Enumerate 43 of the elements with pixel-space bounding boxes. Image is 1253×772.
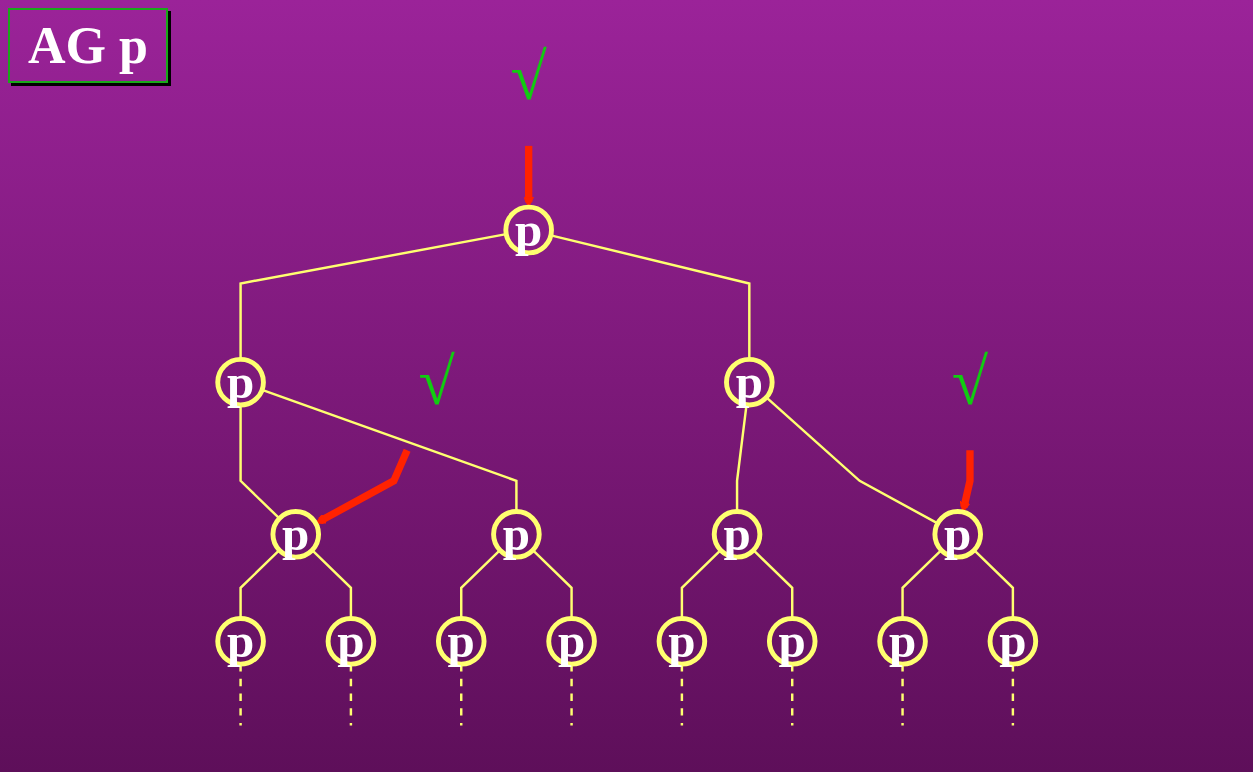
connector <box>459 549 501 619</box>
node-circle <box>932 509 983 560</box>
connector <box>1011 664 1014 726</box>
node-circle <box>503 204 554 256</box>
connector <box>790 664 794 726</box>
node-circle <box>325 616 376 667</box>
node-circle <box>987 616 1038 667</box>
connector <box>239 405 280 520</box>
connector <box>973 549 1014 619</box>
connector <box>550 234 751 360</box>
connector <box>680 664 683 726</box>
connector <box>239 549 280 619</box>
connector <box>901 664 904 726</box>
connector <box>239 232 507 360</box>
tree-diagram: √ p p p √ p p p √ p p p p p p p p p <box>193 0 1060 772</box>
connector <box>901 549 942 619</box>
connector <box>349 664 352 726</box>
node-circle <box>215 616 266 667</box>
node-circle <box>723 356 775 408</box>
connector <box>680 549 722 619</box>
arrow <box>523 145 534 208</box>
connector <box>261 388 518 512</box>
title-box: AG p <box>8 8 168 83</box>
node-circle <box>546 616 597 667</box>
connector <box>311 549 352 619</box>
connector <box>239 664 242 726</box>
node-circle <box>656 616 707 667</box>
node-circle <box>711 509 763 560</box>
node-text: √ <box>951 344 988 419</box>
connector <box>531 549 573 619</box>
connector <box>752 549 794 619</box>
node-circle <box>435 616 487 667</box>
connector <box>765 396 939 525</box>
node-circle <box>877 616 928 667</box>
node-circle <box>766 616 818 667</box>
node-circle <box>490 509 542 560</box>
node-text: √ <box>510 40 547 114</box>
node-circle <box>215 356 266 408</box>
connector <box>570 664 573 726</box>
connector <box>459 664 463 726</box>
node-circle <box>270 509 321 560</box>
node-text: √ <box>418 344 455 419</box>
arrow <box>315 448 411 525</box>
